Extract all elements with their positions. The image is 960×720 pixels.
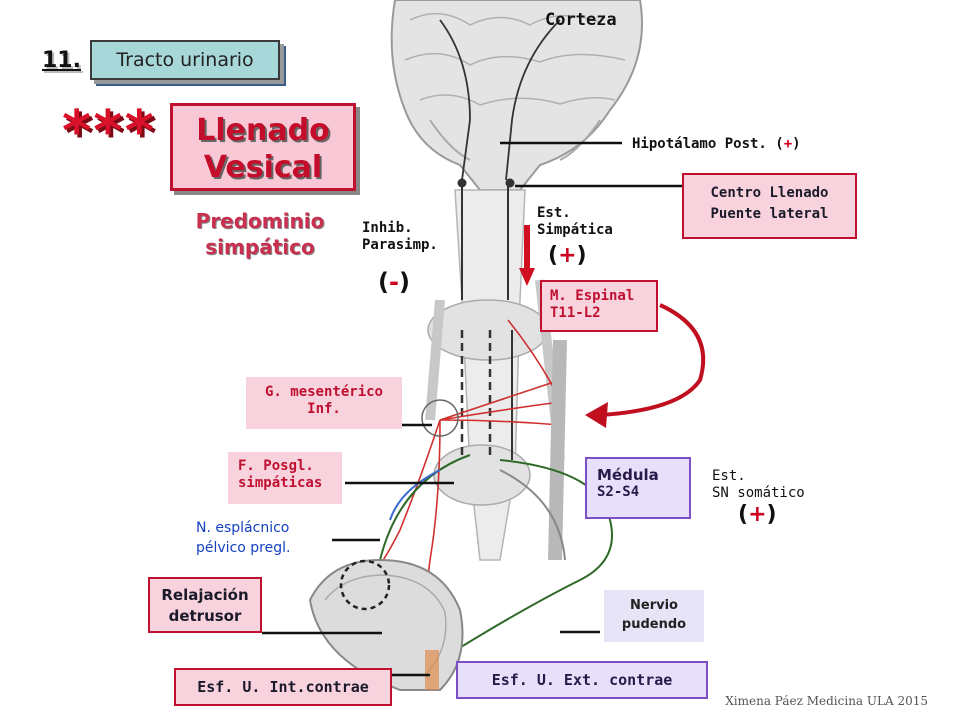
est-simpatica-line-1: Est. xyxy=(537,205,571,221)
title-line-2: Vesical xyxy=(203,150,323,185)
subtitle-line-1: Predominio xyxy=(195,209,325,233)
f-posgl-box: F. Posgl. simpáticas xyxy=(228,452,342,504)
title-line-1: Llenado xyxy=(196,113,330,148)
importance-stars: *** xyxy=(62,99,156,164)
g-mesenterico-box: G. mesentérico Inf. xyxy=(246,377,402,429)
n-esplacnico-line-2: pélvico pregl. xyxy=(196,540,291,556)
g-mesenterico-line-2: Inf. xyxy=(307,401,341,417)
centro-line-2: Puente lateral xyxy=(710,206,829,222)
minus-sign: - xyxy=(388,268,399,296)
spinal-cord-drawing xyxy=(425,189,565,561)
nervio-pudendo-box: Nervio pudendo xyxy=(604,590,704,642)
medula-s2s4-box: Médula S2-S4 xyxy=(585,457,691,519)
medula-espinal-line-2: T11-L2 xyxy=(550,305,601,321)
esf-ext-box: Esf. U. Ext. contrae xyxy=(456,661,708,699)
credit-text: Ximena Páez Medicina ULA 2015 xyxy=(725,694,928,708)
est-simpatica-line-2: Simpática xyxy=(537,222,613,238)
paren-open: ( xyxy=(548,243,559,268)
somatico-sign: (+) xyxy=(738,502,777,527)
leader-lines xyxy=(262,141,682,677)
centro-llenado-box: Centro Llenado Puente lateral xyxy=(682,173,857,239)
descending-pathways xyxy=(439,19,561,460)
plus-sign: + xyxy=(748,502,767,527)
bladder-drawing xyxy=(308,558,464,691)
n-esplacnico-line-1: N. esplácnico xyxy=(196,520,290,536)
est-somatico-line-2: SN somático xyxy=(712,485,805,501)
nervio-line-1: Nervio xyxy=(630,598,678,613)
g-mesenterico-line-1: G. mesentérico xyxy=(264,384,383,400)
medula-line-1: Médula xyxy=(597,466,659,484)
centro-line-1: Centro Llenado xyxy=(710,185,829,201)
corteza-label: Corteza xyxy=(545,10,617,30)
hipotalamo-text: Hipotálamo Post. ( xyxy=(632,136,784,152)
paren-open: ( xyxy=(378,268,389,296)
f-posgl-line-1: F. Posgl. xyxy=(238,458,314,474)
inhib-line-2: Parasimp. xyxy=(362,237,438,253)
medula-espinal-line-1: M. Espinal xyxy=(550,288,635,304)
ganglion-marker xyxy=(421,399,459,437)
sympathetic-arrow xyxy=(519,225,535,286)
hipotalamo-label: Hipotálamo Post. (+) xyxy=(632,136,801,153)
est-simpatica-label: Est. Simpática xyxy=(537,205,613,239)
sympathetic-outflow-arrow xyxy=(599,303,706,417)
section-number: 11. xyxy=(42,48,81,73)
paren-close: ) xyxy=(576,243,587,268)
hipotalamo-close: ) xyxy=(792,136,801,152)
paren-close: ) xyxy=(766,502,777,527)
arrowhead xyxy=(585,402,608,428)
medula-espinal-box: M. Espinal T11-L2 xyxy=(540,280,658,332)
simpatica-sign: (+) xyxy=(548,243,587,268)
paren-open: ( xyxy=(738,502,749,527)
f-posgl-line-2: simpáticas xyxy=(238,475,323,491)
medula-line-2: S2-S4 xyxy=(597,484,640,500)
hipotalamo-sign: + xyxy=(783,136,793,152)
inhib-parasimp-label: Inhib. Parasimp. xyxy=(362,220,438,254)
parasimp-sign: (-) xyxy=(378,268,410,296)
est-somatico-line-1: Est. xyxy=(712,468,746,484)
inhib-line-1: Inhib. xyxy=(362,220,413,236)
est-sn-somatico-label: Est. SN somático xyxy=(712,468,805,502)
title-box: Llenado Vesical xyxy=(170,103,356,191)
nervio-line-2: pudendo xyxy=(621,617,687,632)
paren-close: ) xyxy=(398,268,410,296)
n-esplacnico-label: N. esplácnico pélvico pregl. xyxy=(196,518,290,558)
subtitle: Predominio simpático xyxy=(180,208,340,260)
relajacion-detrusor-box: Relajación detrusor xyxy=(148,577,262,633)
esf-int-box: Esf. U. Int.contrae xyxy=(174,668,392,706)
topic-badge: Tracto urinario xyxy=(90,40,280,80)
plus-sign: + xyxy=(558,243,577,268)
subtitle-line-2: simpático xyxy=(205,235,315,259)
relajacion-line-1: Relajación xyxy=(161,586,249,604)
relajacion-line-2: detrusor xyxy=(168,607,242,625)
